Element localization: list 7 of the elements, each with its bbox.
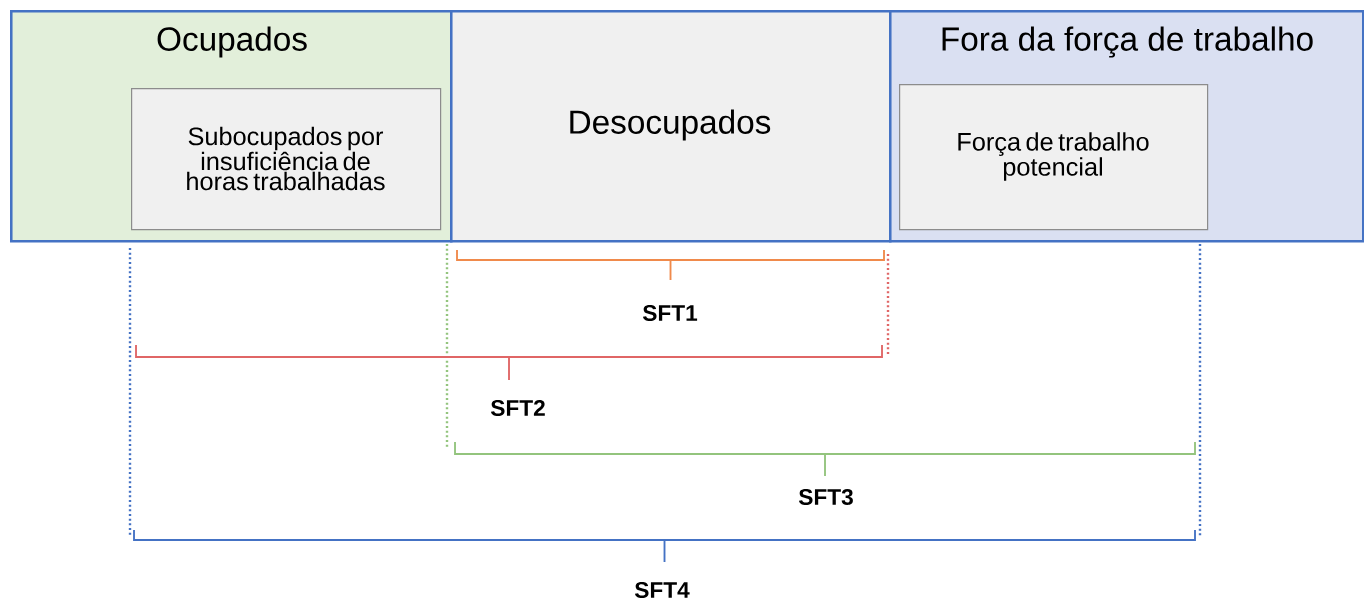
subcategory-box: Subocupados por insuficiência de horas trabalhadas xyxy=(131,88,442,231)
category-box: Desocupados xyxy=(450,10,892,243)
bracket-label: SFT1 xyxy=(642,304,698,322)
subcategory-box: Força de trabalho potencial xyxy=(899,84,1209,231)
bracket-label: SFT2 xyxy=(490,399,545,417)
bracket-label: SFT4 xyxy=(634,581,690,599)
bracket-label: SFT3 xyxy=(798,488,853,506)
